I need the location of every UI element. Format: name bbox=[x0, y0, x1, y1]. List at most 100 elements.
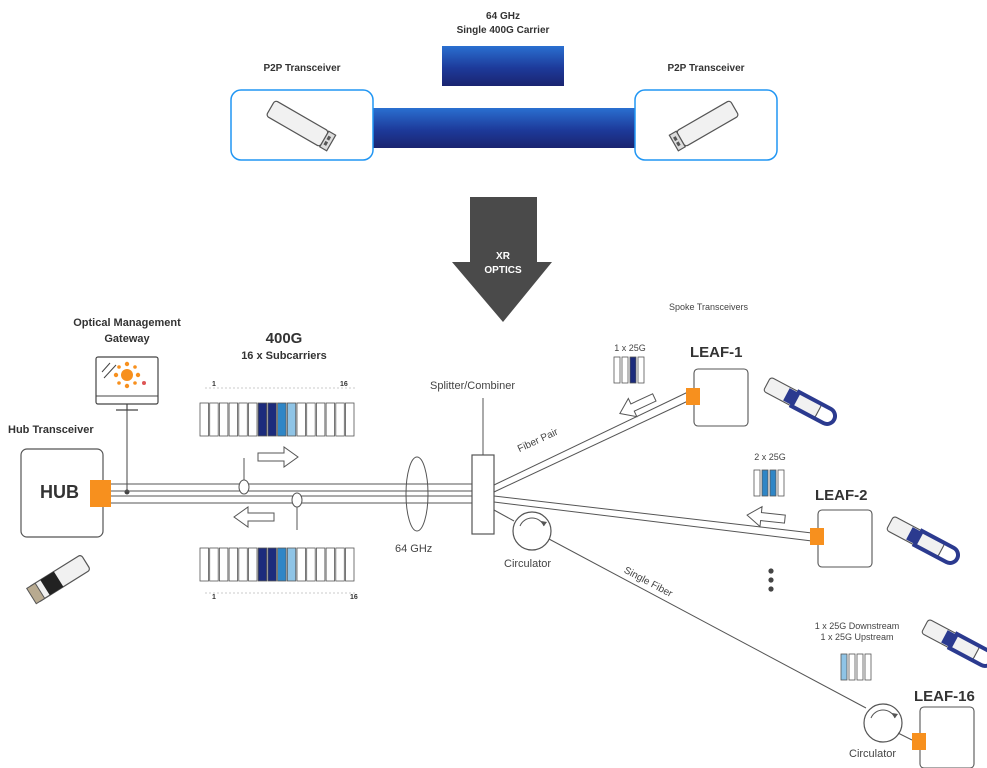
xr-label-line2: OPTICS bbox=[484, 265, 522, 276]
leaf2-module-icon bbox=[886, 516, 960, 565]
subcarrier-bar bbox=[296, 547, 306, 582]
p2p-right-module-icon bbox=[668, 100, 739, 152]
p2p-left-module-icon bbox=[266, 100, 337, 152]
leaf16-subcarrier-bar bbox=[856, 653, 864, 681]
subcarrier-bar bbox=[248, 402, 258, 437]
leaf16-subcarrier-bar bbox=[840, 653, 848, 681]
leaf16-subcarrier-bar bbox=[864, 653, 872, 681]
leaf2-subcarrier-bar bbox=[761, 469, 769, 497]
carrier-line1: 64 GHz bbox=[486, 11, 520, 22]
leaf1-subcarrier-bar bbox=[621, 356, 629, 384]
omg-line1: Optical Management bbox=[73, 317, 181, 329]
subcarrier-bar bbox=[325, 547, 336, 582]
subcarrier-bar bbox=[296, 402, 306, 437]
splitter-label: Splitter/Combiner bbox=[430, 380, 515, 392]
subcarrier-bar bbox=[306, 547, 316, 582]
spectrum-subtitle: 16 x Subcarriers bbox=[241, 350, 327, 362]
upstream-arrow-icon bbox=[233, 506, 275, 528]
subcarrier-bar bbox=[238, 547, 248, 582]
subcarrier-bar bbox=[277, 547, 287, 582]
p2p-link-beam bbox=[372, 108, 636, 148]
subcarrier-bar bbox=[238, 402, 248, 437]
leaf2-port bbox=[810, 528, 824, 545]
subcarrier-bar bbox=[345, 547, 355, 582]
leaf2-box bbox=[817, 509, 873, 568]
carrier-block bbox=[442, 46, 564, 86]
leaf16-alloc-line1: 1 x 25G Downstream bbox=[814, 621, 900, 631]
subcarrier-bar bbox=[306, 402, 316, 437]
xr-optics-arrow bbox=[452, 197, 552, 322]
leaf16-box bbox=[919, 706, 975, 768]
spectrum-title: 400G bbox=[265, 330, 303, 347]
leaf1-port bbox=[686, 388, 700, 405]
subcarrier-bar bbox=[286, 547, 297, 582]
subcarrier-bar bbox=[209, 402, 219, 437]
p2p-right-label: P2P Transceiver bbox=[667, 63, 745, 74]
leaf2-subcarrier-bar bbox=[777, 469, 785, 497]
subcarrier-bar bbox=[345, 402, 355, 437]
subcarrier-spectrum-bottom bbox=[199, 547, 355, 582]
subcarrier-bar bbox=[228, 402, 239, 437]
hub-transceiver-label: Hub Transceiver bbox=[8, 424, 94, 436]
leaf2-subcarrier-bar bbox=[769, 469, 777, 497]
subcarrier-bar bbox=[257, 547, 268, 582]
subcarrier-bar bbox=[199, 402, 209, 437]
hub-module-icon bbox=[26, 555, 90, 605]
subcarrier-bar bbox=[267, 402, 277, 437]
leaf2-fiber-pair bbox=[493, 495, 813, 542]
spectrum-top-first: 1 bbox=[212, 381, 216, 388]
leaf1-module-icon bbox=[763, 377, 837, 426]
leaf16-name: LEAF-16 bbox=[914, 688, 975, 705]
subcarrier-bar bbox=[248, 547, 258, 582]
leaf1-subcarrier-bar bbox=[629, 356, 637, 384]
spectrum-bottom-first: 1 bbox=[212, 594, 216, 601]
leaf1-mini-spectrum bbox=[613, 356, 645, 384]
leaf1-fiber-pair bbox=[493, 391, 689, 493]
leaf16-subcarrier-bar bbox=[848, 653, 856, 681]
carrier-line2: Single 400G Carrier bbox=[456, 25, 550, 36]
subcarrier-bar bbox=[228, 547, 239, 582]
subcarrier-bar bbox=[315, 402, 326, 437]
p2p-left-label: P2P Transceiver bbox=[263, 63, 341, 74]
subcarrier-bar bbox=[218, 547, 229, 582]
leaf1-subcarrier-bar bbox=[613, 356, 621, 384]
single-fiber bbox=[548, 538, 867, 709]
leaf16-module-icon bbox=[921, 619, 987, 668]
subcarrier-bar bbox=[335, 547, 345, 582]
spectrum-top-last: 16 bbox=[340, 381, 348, 388]
leaf1-name: LEAF-1 bbox=[690, 344, 743, 361]
hub-label: HUB bbox=[40, 482, 79, 502]
leaf1-alloc: 1 x 25G bbox=[614, 343, 646, 353]
leaf16-alloc-line2: 1 x 25G Upstream bbox=[820, 632, 894, 642]
leaf1-upstream-arrow-icon bbox=[619, 393, 657, 418]
subcarrier-bar bbox=[218, 402, 229, 437]
xr-label-line1: XR bbox=[496, 251, 510, 262]
leaf2-upstream-arrow-icon bbox=[746, 505, 786, 528]
freq-label: 64 GHz bbox=[395, 543, 433, 555]
subcarrier-bar bbox=[257, 402, 268, 437]
hub-fiber-pair bbox=[111, 483, 472, 504]
subcarrier-bar bbox=[209, 547, 219, 582]
leaf1-subcarrier-bar bbox=[637, 356, 645, 384]
circulator2-label: Circulator bbox=[849, 748, 897, 760]
subcarrier-bar bbox=[199, 547, 209, 582]
band-ellipse bbox=[405, 456, 429, 532]
leaf1-box bbox=[693, 368, 749, 427]
subcarrier-bar bbox=[315, 547, 326, 582]
leaf2-mini-spectrum bbox=[753, 469, 785, 497]
monitor-icon bbox=[95, 356, 159, 411]
hub-port bbox=[90, 480, 111, 507]
subcarrier-bar bbox=[335, 402, 345, 437]
leaf2-subcarrier-bar bbox=[753, 469, 761, 497]
omg-line2: Gateway bbox=[104, 333, 150, 345]
subcarrier-spectrum-top bbox=[199, 402, 355, 437]
subcarrier-bar bbox=[267, 547, 277, 582]
leaf2-alloc: 2 x 25G bbox=[754, 452, 786, 462]
downstream-arrow-icon bbox=[257, 446, 299, 468]
leaf2-name: LEAF-2 bbox=[815, 487, 868, 504]
subcarrier-bar bbox=[325, 402, 336, 437]
leaf16-mini-spectrum bbox=[840, 653, 872, 681]
spoke-label: Spoke Transceivers bbox=[669, 302, 749, 312]
subcarrier-bar bbox=[286, 402, 297, 437]
